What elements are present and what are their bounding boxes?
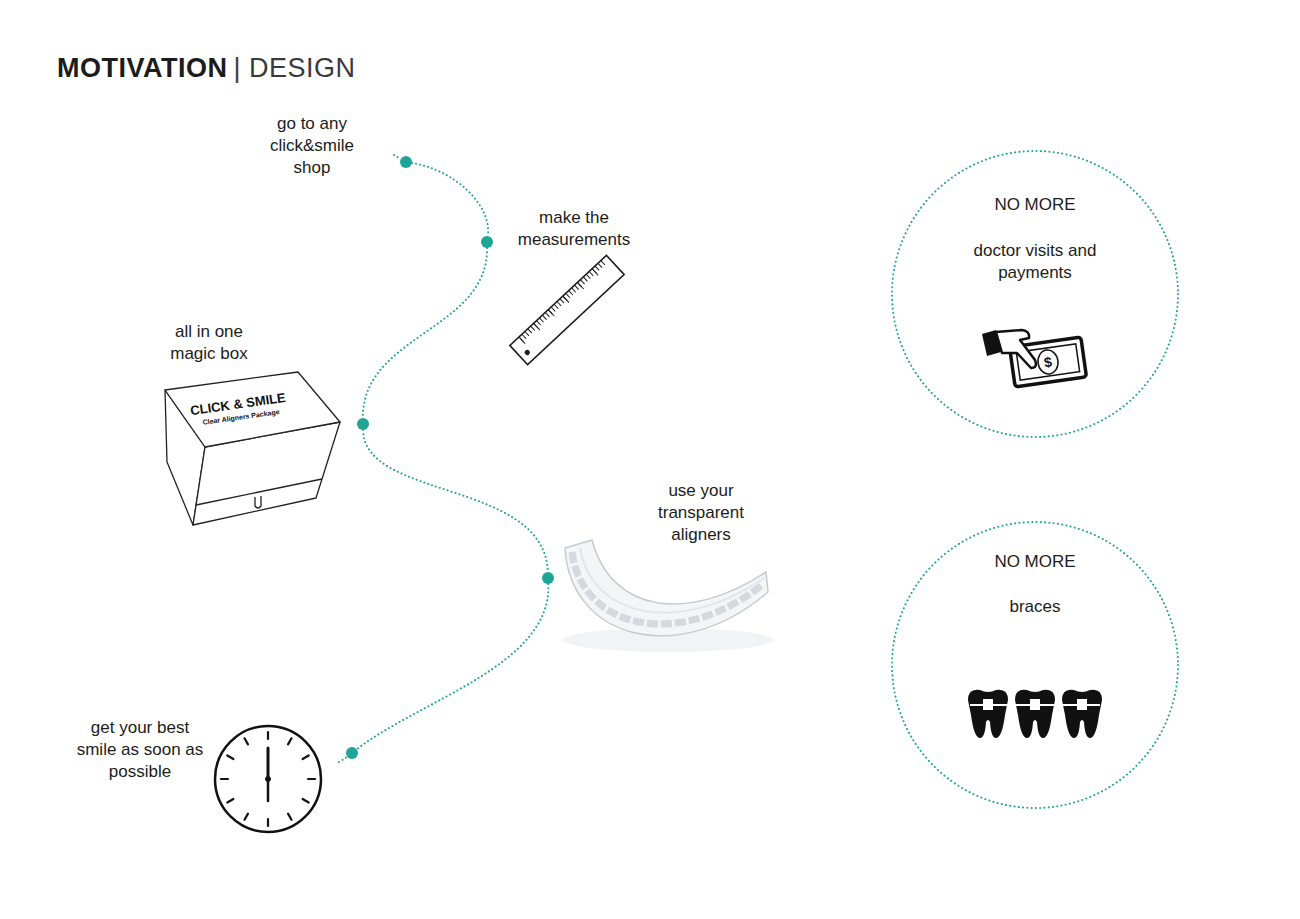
benefit-circle: NO MORE braces (890, 520, 1180, 810)
ruler-icon (510, 255, 624, 364)
dotted-path (363, 430, 548, 572)
clock-ticks (221, 732, 315, 826)
circle-text: braces (935, 596, 1135, 618)
braces-icon (968, 690, 1102, 738)
path-stubs (339, 155, 401, 762)
box-top (165, 372, 340, 447)
currency-sign: $ (1043, 354, 1053, 371)
bracket (1077, 699, 1087, 710)
step-label: go to any click&smile shop (257, 113, 367, 179)
title-suffix: | DESIGN (233, 53, 355, 84)
step-dot: get your best smile as soon as possible (346, 747, 358, 759)
dotted-path (363, 248, 487, 418)
bill-oval (1036, 349, 1059, 376)
circle-heading: NO MORE (935, 194, 1135, 216)
aligner-illustration (563, 540, 773, 652)
box-handle (255, 496, 261, 508)
tooth (1015, 690, 1055, 738)
clock-hand (267, 748, 270, 779)
payment-icon (982, 330, 1086, 387)
bracket (983, 699, 993, 710)
dotted-path (412, 163, 488, 236)
step-label: all in one magic box (159, 321, 259, 365)
bracket (1030, 699, 1040, 710)
step-label: use your transparent aligners (646, 480, 756, 546)
ruler-ticks-long (522, 261, 607, 340)
clock-hand (267, 779, 270, 801)
clock-face (215, 726, 321, 832)
circle-heading: NO MORE (935, 551, 1135, 573)
path-stub (339, 757, 347, 762)
circle-border (892, 151, 1178, 437)
circle-text: doctor visits and payments (945, 240, 1125, 284)
step-label: get your best smile as soon as possible (75, 717, 205, 783)
title-row: MOTIVATION| DESIGN (57, 53, 356, 84)
ruler-ticks (521, 260, 606, 339)
circle-border (892, 522, 1178, 808)
package-box (165, 372, 340, 525)
aligner-body (565, 540, 768, 636)
hand (996, 330, 1036, 368)
ruler-hole (524, 349, 531, 356)
benefit-circle: NO MORE doctor visits and payments (890, 149, 1180, 439)
circle-outline (890, 149, 1180, 439)
tooth (968, 690, 1008, 738)
diagram-title: MOTIVATION (57, 53, 227, 84)
dotted-path (357, 584, 549, 749)
step-dot: go to any click&smile shop (400, 156, 412, 168)
tooth (1062, 690, 1102, 738)
clock-center (266, 777, 271, 782)
step-dot: all in one magic box (357, 418, 369, 430)
step-dot: make the measurements (481, 236, 493, 248)
aligner-edge (580, 548, 764, 613)
ruler-body (510, 255, 624, 364)
step-label: make the measurements (509, 207, 639, 251)
step-dot: use your transparent aligners (542, 572, 554, 584)
box-drawer-line (196, 479, 322, 505)
clock-icon (215, 726, 321, 832)
